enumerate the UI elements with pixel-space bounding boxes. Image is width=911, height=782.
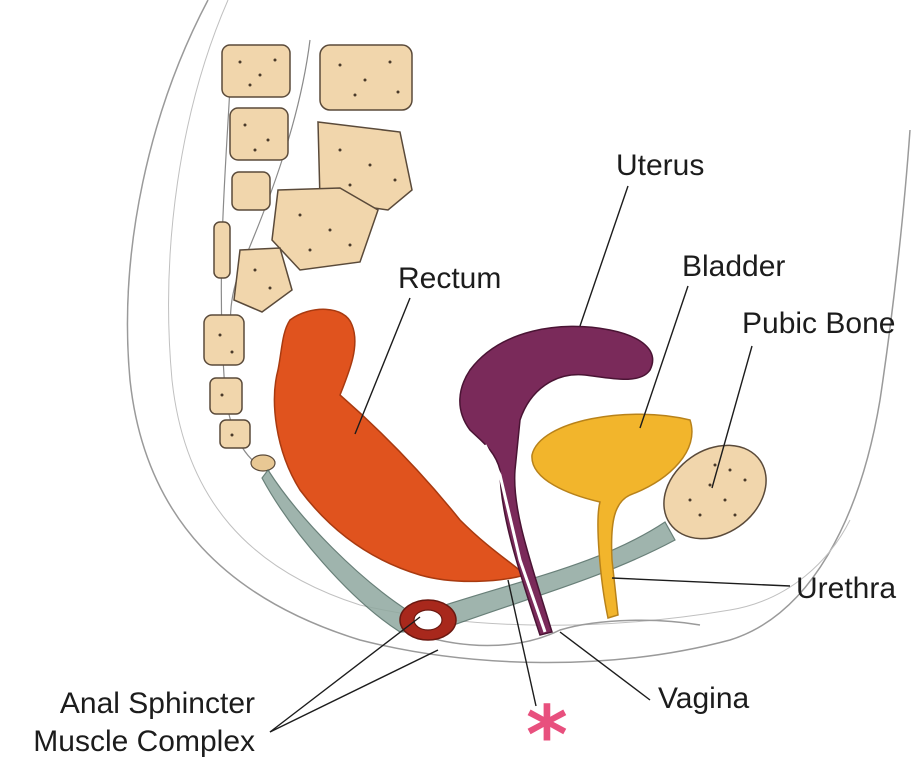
anatomy-diagram [0,0,911,763]
label-vagina: Vagina [658,684,749,714]
label-bladder: Bladder [682,252,785,282]
label-rectum: Rectum [398,264,501,294]
label-urethra: Urethra [796,574,896,604]
label-anal-sphincter-line2: Muscle Complex [33,727,255,757]
asterisk-marker: * [526,696,568,776]
label-uterus: Uterus [616,151,704,181]
label-anal-sphincter-line1: Anal Sphincter [60,689,255,719]
label-pubic-bone: Pubic Bone [742,309,895,339]
anal-sphincter [400,600,456,640]
